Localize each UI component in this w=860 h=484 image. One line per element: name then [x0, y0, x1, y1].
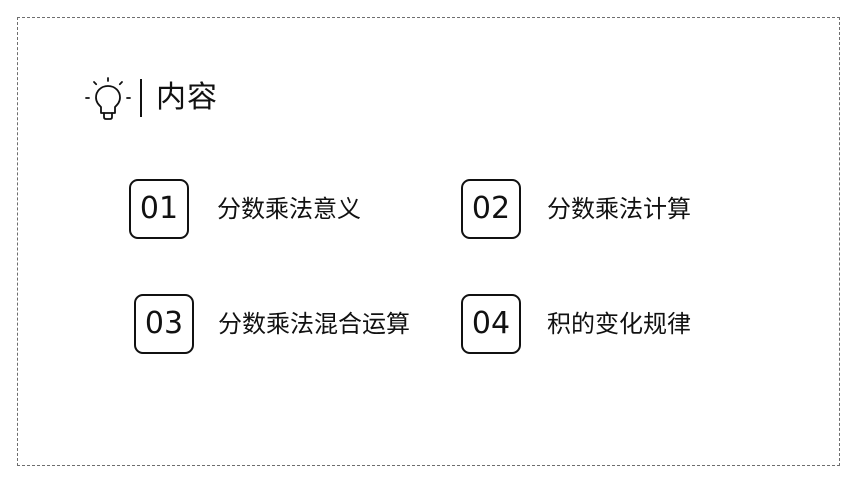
- content-item-1: 01 分数乘法意义: [129, 176, 361, 242]
- item-number-badge: 01: [129, 179, 189, 239]
- lightbulb-icon: [85, 77, 131, 120]
- page-title: 内容: [156, 80, 218, 115]
- item-number-badge: 04: [461, 294, 521, 354]
- contents-header: 内容: [84, 74, 218, 122]
- content-item-2: 02 分数乘法计算: [461, 176, 691, 242]
- item-label: 积的变化规律: [547, 310, 691, 338]
- item-number-badge: 03: [134, 294, 194, 354]
- item-label: 分数乘法计算: [547, 195, 691, 223]
- item-label: 分数乘法意义: [217, 195, 361, 223]
- item-number-badge: 02: [461, 179, 521, 239]
- header-divider: [140, 79, 142, 117]
- item-label: 分数乘法混合运算: [218, 310, 410, 338]
- content-item-3: 03 分数乘法混合运算: [134, 291, 410, 357]
- dashed-frame: [17, 17, 840, 466]
- content-item-4: 04 积的变化规律: [461, 291, 691, 357]
